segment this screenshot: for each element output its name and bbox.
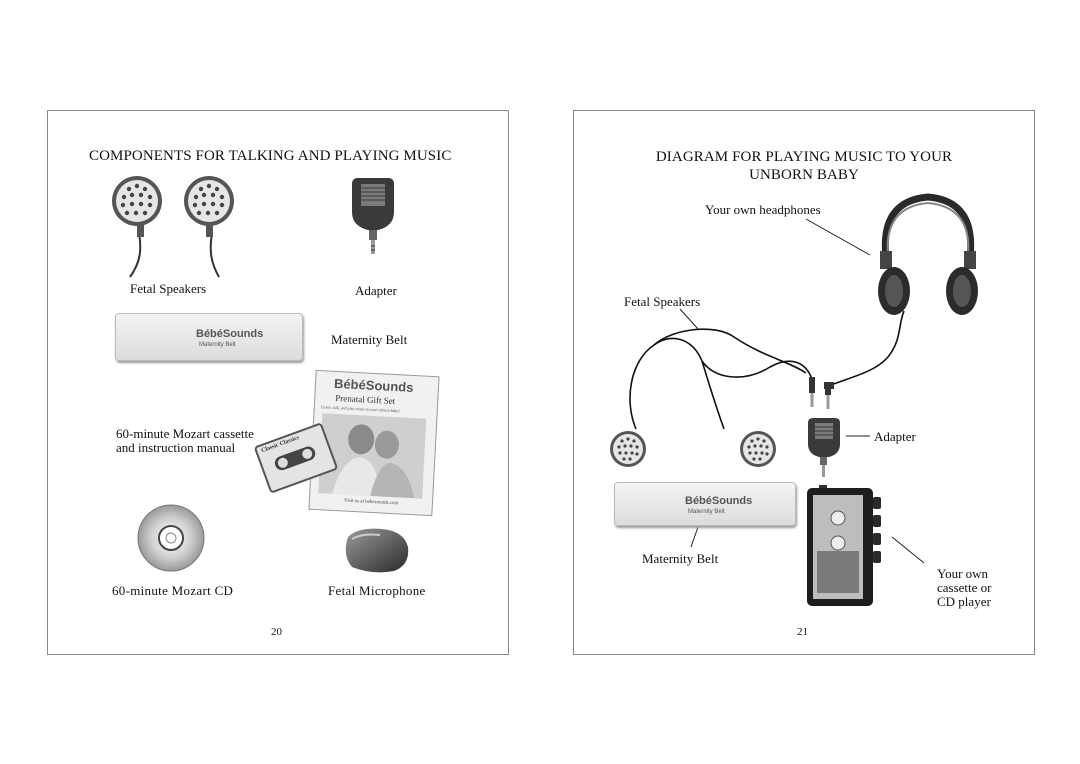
page-number-right: 21 xyxy=(797,626,808,638)
page-number-left: 20 xyxy=(271,626,282,638)
maternity-belt-image: BébéSounds Maternity Belt xyxy=(115,313,303,361)
manual-title-text: Prenatal Gift Set xyxy=(335,392,396,407)
right-title-line2: UNBORN BABY xyxy=(749,167,859,183)
adapter-label: Adapter xyxy=(355,283,397,298)
cassette-player-image xyxy=(807,485,881,606)
belt-sub-text-right: Maternity Belt xyxy=(688,509,725,515)
left-page: COMPONENTS FOR TALKING AND PLAYING MUSIC xyxy=(47,110,509,655)
adapter-image xyxy=(352,178,394,254)
belt-sub-text: Maternity Belt xyxy=(199,342,236,348)
diagram-wires xyxy=(629,218,925,564)
cassette-label-line1: 60-minute Mozart cassette xyxy=(116,426,254,441)
headphones-image xyxy=(878,193,978,315)
adapter-image-right xyxy=(808,418,840,477)
headphones-label: Your own headphones xyxy=(705,202,821,217)
manual-photo xyxy=(318,413,427,499)
left-page-title: COMPONENTS FOR TALKING AND PLAYING MUSIC xyxy=(89,148,452,164)
right-page-title: DIAGRAM FOR PLAYING MUSIC TO YOUR UNBORN… xyxy=(574,148,1034,184)
player-label-line1: Your own xyxy=(937,566,989,581)
player-label-line3: CD player xyxy=(937,594,991,609)
cassette-manual-label: 60-minute Mozart cassette and instructio… xyxy=(116,427,254,455)
adapter-label-right: Adapter xyxy=(874,429,916,444)
fetal-speakers-label: Fetal Speakers xyxy=(130,281,207,296)
maternity-belt-image-right: BébéSounds Maternity Belt xyxy=(614,482,796,526)
belt-brand-text: BébéSounds xyxy=(196,328,264,340)
cassette-label-line2: and instruction manual xyxy=(116,440,236,455)
player-label: Your own cassette or CD player xyxy=(937,567,992,609)
manual-brand-text: BébéSounds xyxy=(333,375,414,395)
fetal-speakers-image-right xyxy=(610,431,776,467)
fetal-microphone-label: Fetal Microphone xyxy=(328,583,426,598)
fetal-speakers-label-right: Fetal Speakers xyxy=(624,294,701,309)
fetal-speakers-image xyxy=(112,176,234,278)
cd-label: 60-minute Mozart CD xyxy=(112,583,234,598)
maternity-belt-label: Maternity Belt xyxy=(331,332,408,347)
maternity-belt-label-right: Maternity Belt xyxy=(642,551,719,566)
player-label-line2: cassette or xyxy=(937,580,992,595)
right-page: DIAGRAM FOR PLAYING MUSIC TO YOUR UNBORN… xyxy=(573,110,1035,655)
fetal-microphone-image xyxy=(345,528,409,573)
cd-image xyxy=(137,504,205,572)
belt-brand-text-right: BébéSounds xyxy=(685,495,753,507)
right-title-line1: DIAGRAM FOR PLAYING MUSIC TO YOUR xyxy=(655,149,953,165)
manual-footer-text: Visit us at bebesounds.com xyxy=(343,498,399,507)
instruction-manual-image: BébéSounds Prenatal Gift Set Listen, tal… xyxy=(308,369,440,517)
